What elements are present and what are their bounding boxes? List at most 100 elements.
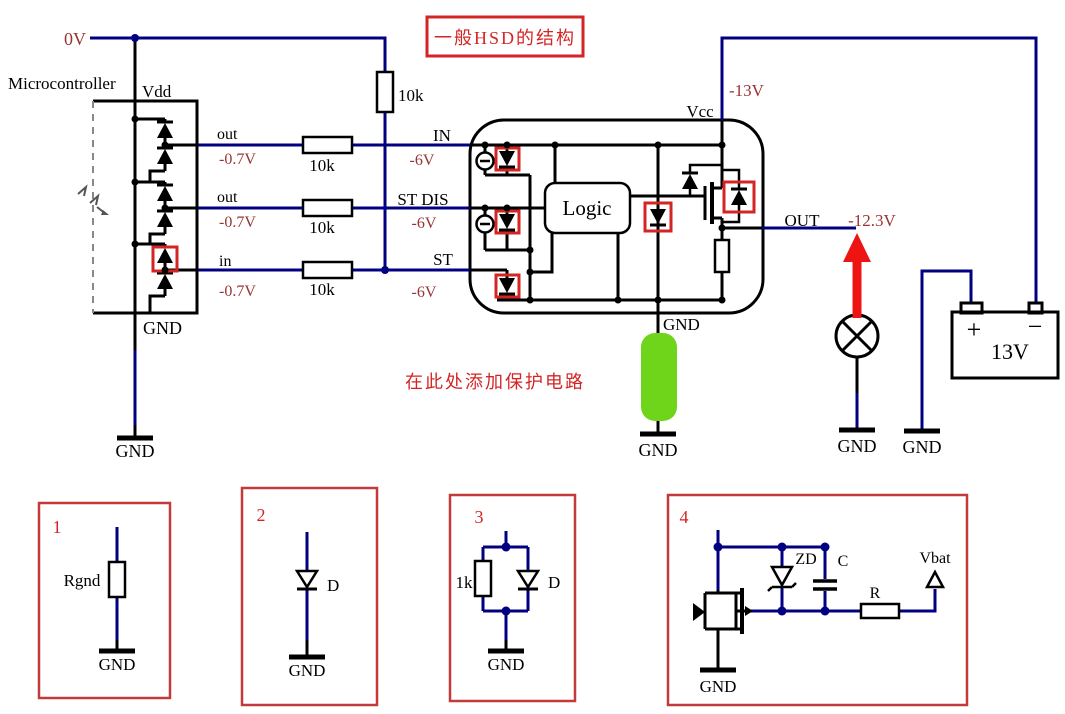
chip-internals [470,120,762,432]
esd-arrowhead-icon [101,210,109,215]
label-battery-plus: + [967,315,982,344]
highlight-box-gnd-zener [643,201,673,233]
zener-diode-icon [497,276,517,296]
label-r1: 10k [309,156,335,175]
battery-body [950,310,1060,380]
series-resistors [301,70,395,280]
body-diode-icon [693,603,705,621]
label-gnd-mcu: GND [143,318,182,338]
label-r: R [870,585,881,602]
resistor-pulldown [713,238,731,274]
panel4-number: 4 [680,507,689,527]
label-pin-out: OUT [785,211,821,230]
page-title: 一般HSD的结构 [434,28,576,48]
zener-diode-icon [648,207,668,227]
label-pin-in: IN [433,126,451,145]
red-arrow-icon [843,233,871,318]
label-gnd-p3: GND [488,655,525,674]
label-gnd-p2: GND [289,661,326,680]
resistor-10k [301,260,354,280]
panel-4 [666,493,969,707]
lamp [834,313,880,393]
clamp-diode-icon [155,120,175,140]
label-out-voltage: -12.3V [848,211,896,230]
label-pad-out1: out [217,126,238,143]
label-vbat: Vbat [919,550,951,567]
label-6v-3: -6V [412,284,437,301]
label-d-p2: D [327,576,339,595]
capacitor-icon [813,579,837,591]
label-13v-neg: -13V [729,81,765,100]
gate-arrow-icon [745,606,753,616]
gate-clamp-diode-icon [680,171,700,191]
ground-symbols [117,430,940,438]
current-source-icon [475,214,495,234]
protection-note: 在此处添加保护电路 [405,372,585,392]
label-1k: 1k [456,573,474,592]
mcu-block [77,38,199,437]
label-r-pullup: 10k [398,86,424,105]
label-gnd-lamp: GND [838,436,877,456]
wires-blue [90,36,1038,430]
panel-3 [448,493,577,703]
label-gnd-capsule: GND [639,440,678,460]
battery [950,301,1060,380]
clamp-diode-icon [155,209,175,229]
current-source-icon [475,151,495,171]
clamp-diode-icon [155,183,175,203]
label-rgnd: Rgnd [64,571,101,590]
label-logic: Logic [563,196,612,220]
panel3-number: 3 [475,507,484,527]
title-box [425,15,585,58]
hsd-chip-body [468,118,765,315]
label-clamp07-3: -0.7V [219,283,256,300]
label-microcontroller: Microcontroller [8,74,116,93]
label-battery-13v: 13V [991,339,1029,364]
label-r3: 10k [309,280,335,299]
label-c: C [838,553,849,570]
label-pad-out2: out [217,189,238,206]
clamp-diode-icon [155,271,175,291]
resistor-10k [301,198,354,218]
panel-1 [37,501,172,700]
green-highlight [641,333,677,421]
resistor-10k [301,135,354,155]
resistor-rgnd [107,560,127,599]
label-vcc: Vcc [686,102,714,121]
vbat-arrow-icon [924,569,946,589]
text-labels: 一般HSD的结构 在此处添加保护电路 0V Microcontroller Vd… [8,28,1042,696]
highlight-box-st-zener [494,273,521,299]
panel1-number: 1 [53,517,62,537]
label-0v: 0V [64,29,86,49]
label-pin-st: ST [433,250,453,269]
zener-diode-icon [497,149,517,169]
zener-zd-icon [767,565,797,592]
label-gnd-p4: GND [700,677,737,696]
panel2-number: 2 [257,505,266,525]
zener-diode-icon [497,212,517,232]
label-d-p3: D [548,573,560,592]
label-gnd-p1: GND [99,655,136,674]
resistor-10k-pullup [375,70,395,114]
label-pin-stdis: ST DIS [397,190,448,209]
label-vdd: Vdd [142,82,172,101]
label-clamp07-2: -0.7V [219,214,256,231]
label-gnd-pin: GND [663,315,700,334]
label-gnd-battery: GND [903,437,942,457]
label-gnd-mcu2: GND [116,441,155,461]
logic-block [543,181,632,235]
label-zd: ZD [795,551,816,568]
panel-2 [240,486,379,707]
label-r2: 10k [309,218,335,237]
resistor-r [859,602,901,620]
label-6v-2: -6V [412,215,437,232]
resistor-1k [473,559,493,598]
clamp-diode-icon [155,245,175,265]
clamp-diode-icon [155,146,175,166]
label-pad-in: in [219,253,231,270]
label-6v-1: -6V [410,152,435,169]
label-clamp07-1: -0.7V [219,151,256,168]
ds-clamp-diode-icon [729,187,749,207]
